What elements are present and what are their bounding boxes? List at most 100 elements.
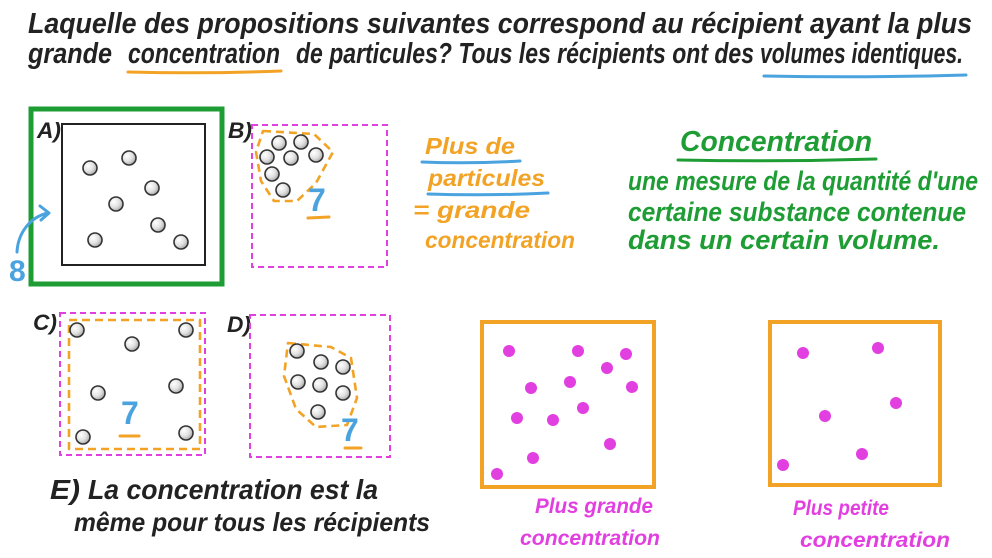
option-e: E) La concentration est la même pour tou… (50, 474, 430, 537)
particle (173, 234, 189, 250)
particle-cluster-outline (67, 318, 202, 451)
count-a: 8 (9, 255, 26, 288)
particle (82, 160, 98, 176)
particle (275, 182, 291, 198)
hint-line-4: concentration (425, 227, 575, 253)
particle (108, 196, 124, 212)
definition-line-1: une mesure de la quantité d'une (628, 166, 978, 196)
particle (90, 385, 106, 401)
particle-dot (527, 452, 539, 464)
particle (308, 147, 324, 163)
particle (293, 134, 309, 150)
particle (283, 150, 299, 166)
option-d: D) 7 (227, 312, 391, 458)
option-b-label: B) (228, 118, 252, 143)
particle-dot (525, 382, 537, 394)
particle-dot (577, 402, 589, 414)
particle-dot (819, 410, 831, 422)
option-a-label: A) (36, 118, 61, 143)
particle-dot (511, 412, 523, 424)
particle (313, 354, 329, 370)
comparison-high: Plus grande concentration (480, 320, 660, 550)
particle (168, 378, 184, 394)
question-line-1: Laquelle des propositions suivantes corr… (28, 8, 972, 40)
question-keyword-concentration: concentration (128, 38, 280, 70)
option-e-label: E) (50, 474, 80, 505)
question-line-2-middle: de particules? Tous les récipients ont d… (296, 38, 754, 70)
particle-dot (620, 348, 632, 360)
count-c: 7 (121, 395, 139, 431)
hint-line-1: Plus de (425, 133, 515, 159)
hint-underline-1 (420, 159, 522, 165)
particle-dot (601, 362, 613, 374)
container-low-concentration (768, 320, 942, 487)
particle-dot (503, 345, 515, 357)
option-c-label: C) (33, 310, 57, 335)
particle-dot (626, 381, 638, 393)
particle (335, 359, 351, 375)
option-d-label: D) (227, 312, 251, 337)
particle-dot (890, 397, 902, 409)
particle-dot (547, 414, 559, 426)
hint-underline-2 (426, 191, 550, 197)
container-high-concentration (480, 320, 656, 489)
particle-dot (777, 459, 789, 471)
particle (259, 149, 275, 165)
particle (335, 385, 351, 401)
particle (312, 377, 328, 393)
container-a (61, 123, 206, 266)
option-e-line-1: La concentration est la (88, 474, 378, 505)
option-b: B) 7 (228, 118, 388, 268)
particle (271, 135, 287, 151)
particle (289, 343, 305, 359)
question: Laquelle des propositions suivantes corr… (27, 8, 972, 79)
particle (310, 404, 326, 420)
option-c: C) 7 (33, 310, 206, 456)
particle (178, 322, 194, 338)
particle-dot (491, 468, 503, 480)
particle (144, 180, 160, 196)
particle (124, 336, 140, 352)
particle-cluster-outline (282, 341, 359, 429)
container-b (251, 124, 388, 268)
particle-dot (856, 448, 868, 460)
comparison-low-line-1: Plus petite (793, 497, 889, 520)
hint-line-3: = grande (413, 197, 530, 223)
particle-cluster-outline (254, 129, 335, 203)
option-a: A) 8 (9, 106, 225, 288)
count-b-underline (306, 215, 331, 220)
hint-line-2: particules (427, 165, 545, 191)
definition-title-underline (676, 157, 878, 163)
concentration-underline (126, 69, 283, 75)
question-line-2-start: grande (27, 38, 112, 70)
definition-title: Concentration (680, 126, 872, 158)
definition: Concentration une mesure de la quantité … (628, 126, 978, 255)
arrow-icon (15, 204, 51, 254)
container-d (249, 314, 391, 458)
question-line-2-end: volumes identiques. (760, 38, 963, 70)
particle (264, 166, 280, 182)
particle (290, 374, 306, 390)
particle-dot (564, 376, 576, 388)
particle (178, 425, 194, 441)
option-e-line-2: même pour tous les récipients (74, 507, 430, 537)
particle-dot (872, 342, 884, 354)
definition-line-2: certaine substance contenue (628, 197, 966, 227)
volumes-underline (762, 73, 968, 79)
particle-dot (604, 438, 616, 450)
particle (69, 322, 85, 338)
particle (87, 232, 103, 248)
definition-line-3: dans un certain volume. (628, 225, 940, 255)
comparison-low-line-2: concentration (800, 529, 950, 552)
particle (121, 150, 137, 166)
comparison-high-line-2: concentration (520, 527, 660, 550)
correct-answer-frame (28, 106, 225, 287)
particle-dot (797, 347, 809, 359)
particle (75, 429, 91, 445)
particle-dot (572, 345, 584, 357)
particle (150, 217, 166, 233)
comparison-high-line-1: Plus grande (535, 495, 653, 518)
count-b: 7 (308, 182, 326, 218)
